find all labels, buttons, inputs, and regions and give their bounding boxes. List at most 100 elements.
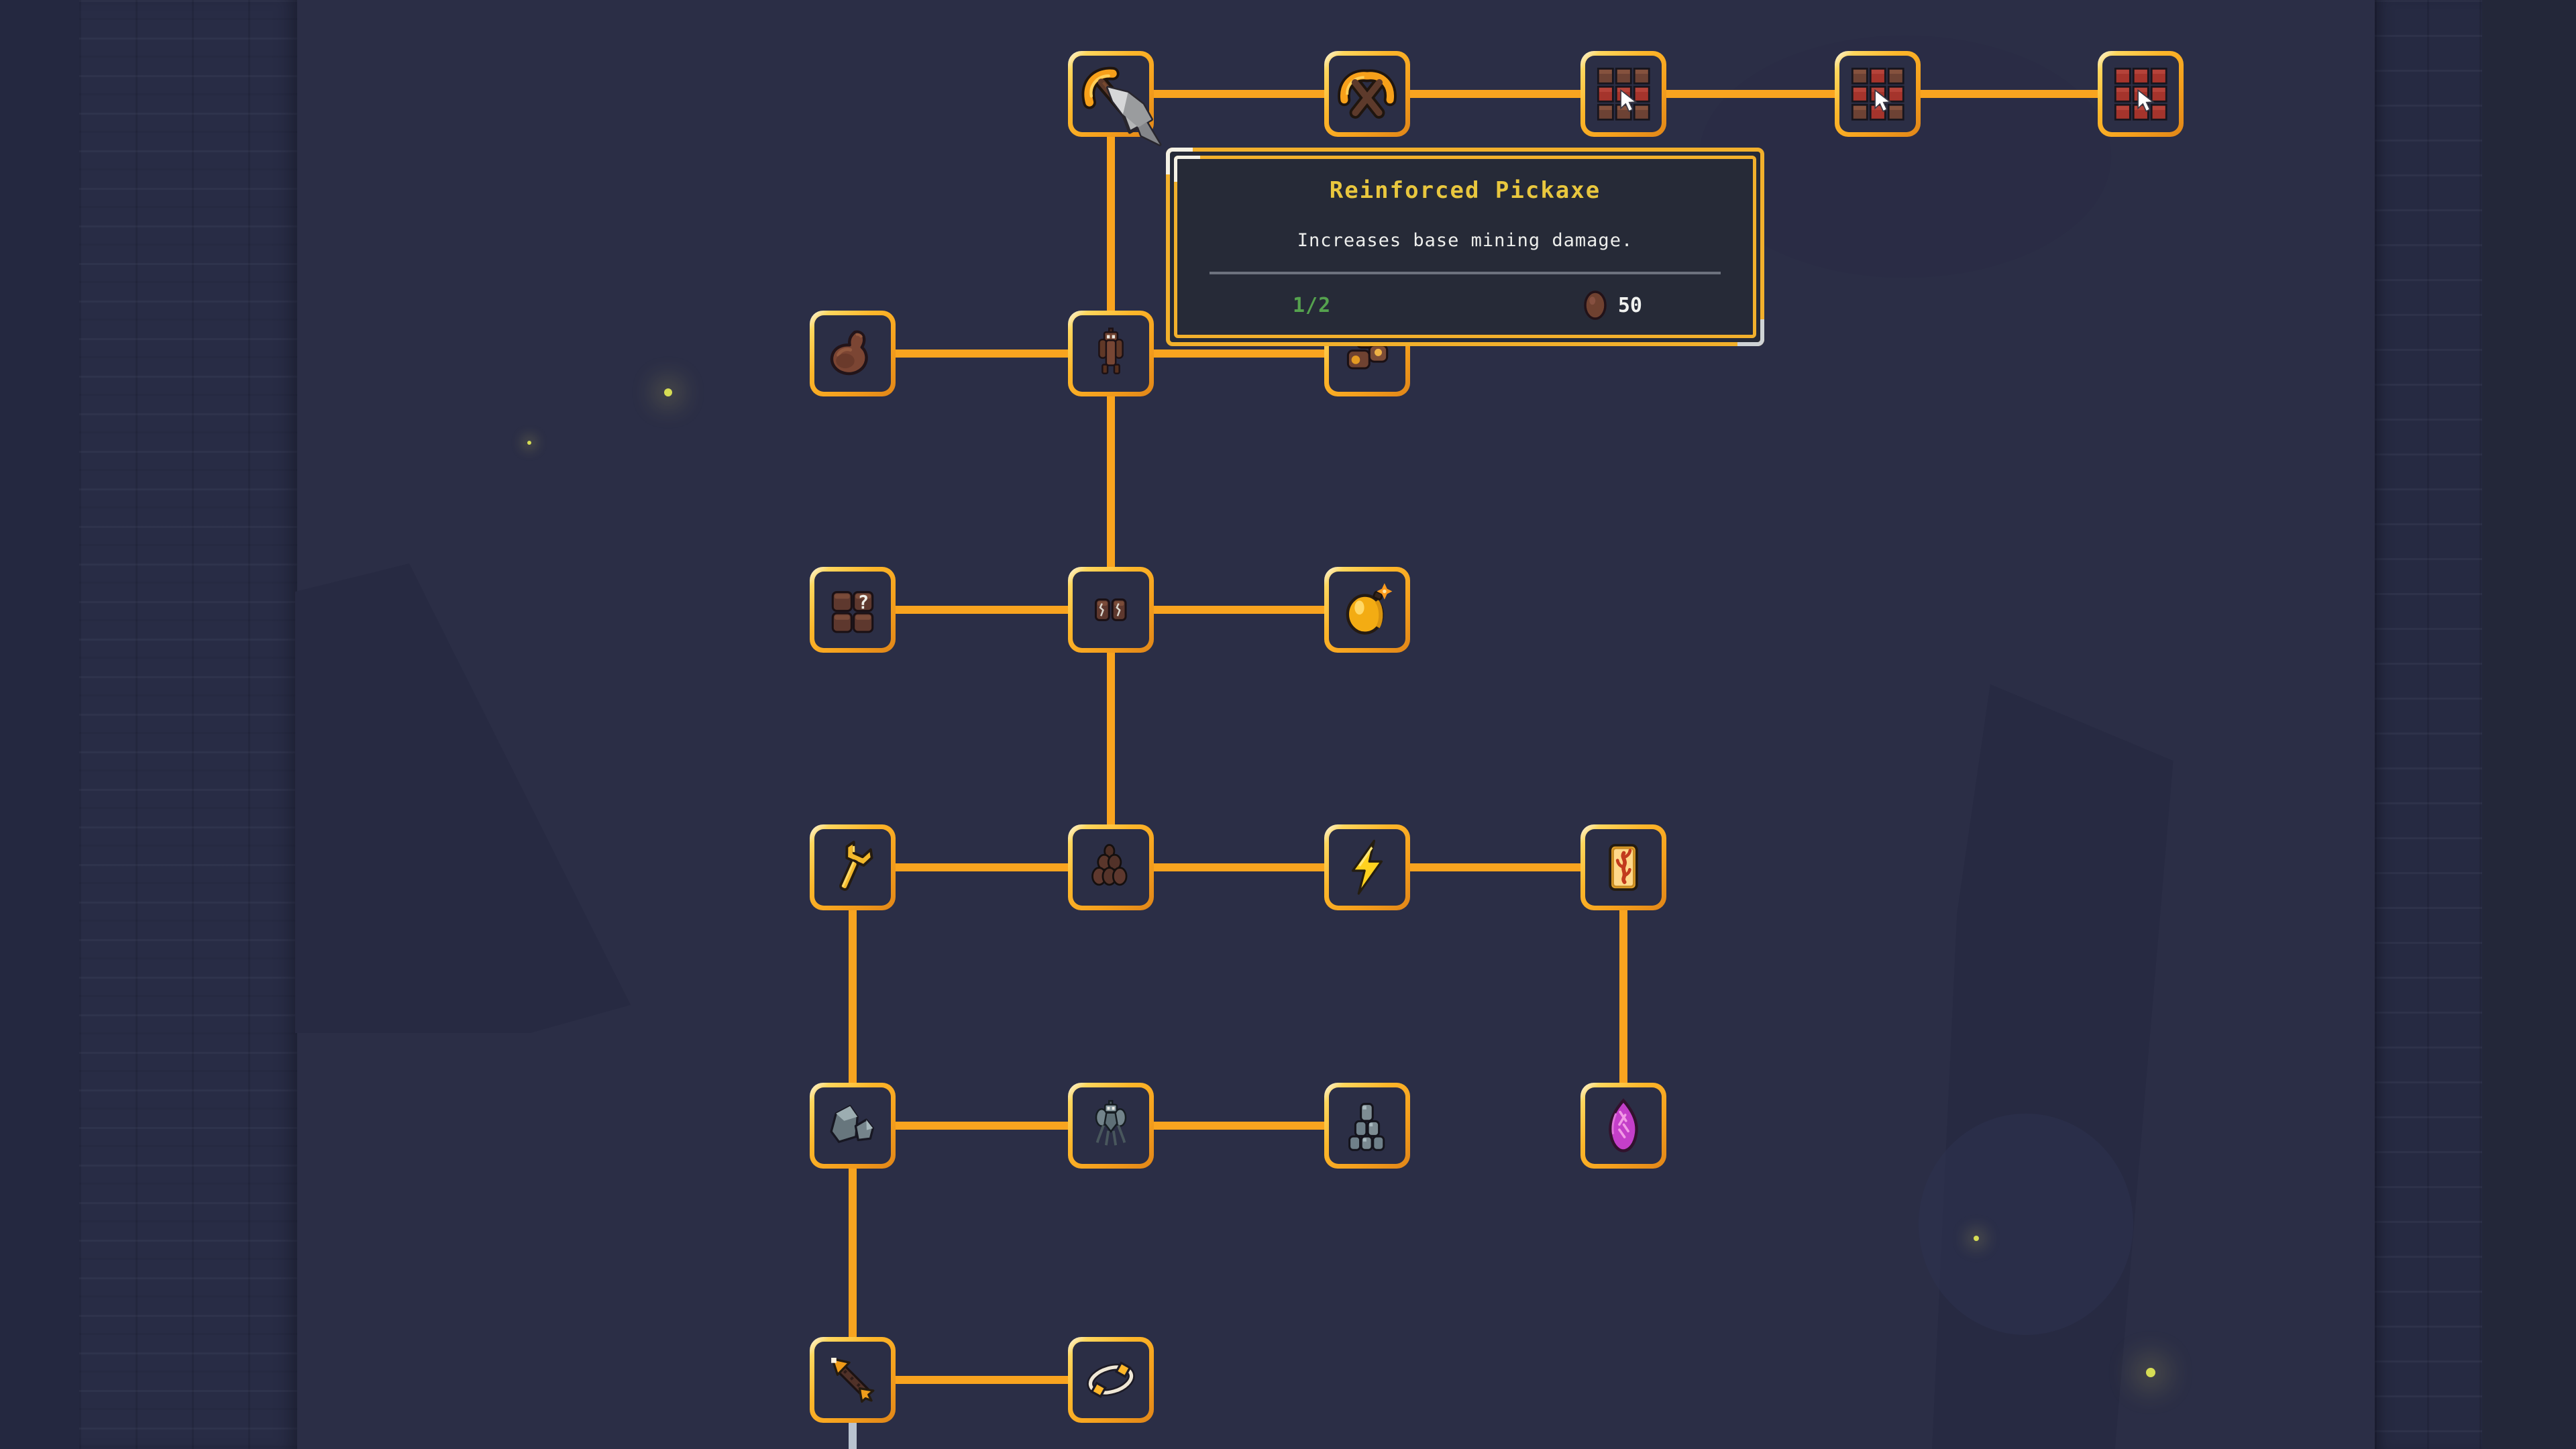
ore-cracked-icon	[1081, 580, 1140, 639]
upgrade-cost: 50	[1582, 289, 1642, 321]
crossed-pickaxes-icon	[1338, 64, 1397, 123]
tooltip-divider	[1210, 272, 1721, 274]
node-panel	[1073, 572, 1149, 648]
grid-plus-icon	[1848, 64, 1907, 123]
node-stones[interactable]	[1324, 1083, 1410, 1169]
node-panel	[1585, 56, 1662, 132]
cave-wall-right-edge	[2482, 0, 2576, 1449]
connection-line	[1111, 863, 1367, 871]
cave-wall-left-edge	[0, 0, 79, 1449]
node-crossed-pickaxes[interactable]	[1324, 51, 1410, 137]
node-lightning[interactable]	[1324, 824, 1410, 910]
node-panel	[1329, 829, 1405, 906]
connection-line	[1111, 1122, 1367, 1130]
connection-line	[1107, 610, 1115, 867]
muscle-icon	[823, 324, 882, 383]
node-panel	[1073, 1342, 1149, 1418]
node-panel	[2102, 56, 2179, 132]
glow-particle	[1974, 1236, 1979, 1241]
cave-wall-left-bricks	[79, 0, 297, 1449]
connection-line	[1107, 94, 1115, 354]
cave-wall-right-bricks	[2375, 0, 2482, 1449]
node-panel	[814, 572, 891, 648]
node-grid-full[interactable]	[2098, 51, 2184, 137]
node-grid-plus[interactable]	[1835, 51, 1921, 137]
connection-line	[849, 1126, 857, 1380]
node-ore-question[interactable]	[810, 567, 896, 653]
node-panel	[1585, 829, 1662, 906]
node-panel	[1329, 56, 1405, 132]
connection-line	[853, 350, 1111, 358]
cave-silhouette	[1919, 1114, 2133, 1335]
node-drone-brown[interactable]	[1068, 311, 1154, 396]
cannonballs-icon	[1091, 844, 1128, 886]
mouse-cursor-icon	[1106, 86, 1162, 146]
node-card[interactable]	[1580, 824, 1666, 910]
node-bomb[interactable]	[1324, 567, 1410, 653]
connection-line	[1367, 90, 1623, 98]
glow-particle	[2146, 1368, 2155, 1377]
node-panel	[814, 829, 891, 906]
connection-line	[853, 1122, 1111, 1130]
rocks-icon	[830, 1105, 874, 1143]
connection-line	[853, 606, 1111, 614]
connection-line	[1111, 606, 1367, 614]
node-panel	[814, 315, 891, 392]
connection-line	[1111, 90, 1367, 98]
ore-icon	[1584, 290, 1607, 320]
node-cannonballs[interactable]	[1068, 824, 1154, 910]
node-panel	[1839, 56, 1916, 132]
tooltip-title: Reinforced Pickaxe	[1329, 177, 1601, 204]
connection-line	[1623, 90, 1878, 98]
arrow-icon	[823, 1350, 882, 1409]
skill-tooltip: Reinforced Pickaxe Increases base mining…	[1166, 148, 1764, 346]
glow-particle	[527, 441, 531, 445]
node-grid-row[interactable]	[1580, 51, 1666, 137]
connection-line	[1619, 867, 1627, 1126]
node-panel	[1329, 1087, 1405, 1164]
lightning-icon	[1351, 839, 1383, 895]
connection-line	[1878, 90, 2141, 98]
connection-line	[849, 1422, 857, 1449]
node-panel	[814, 1087, 891, 1164]
node-panel	[1073, 315, 1149, 392]
gem-icon	[1594, 1096, 1653, 1155]
cave-silhouette	[295, 564, 631, 1033]
cost-value: 50	[1617, 293, 1642, 317]
node-panel	[1329, 572, 1405, 648]
node-arrow[interactable]	[810, 1337, 896, 1423]
orbit-icon	[1081, 1350, 1140, 1409]
connection-line	[853, 1376, 1111, 1384]
tooltip-description: Increases base mining damage.	[1297, 230, 1633, 251]
grid-full-icon	[2111, 64, 2170, 123]
node-orbit[interactable]	[1068, 1337, 1154, 1423]
connection-line	[853, 863, 1111, 871]
node-panel	[1585, 1087, 1662, 1164]
ore-question-icon	[823, 580, 882, 639]
card-icon	[1594, 838, 1653, 897]
node-panel	[814, 1342, 891, 1418]
wrench-icon	[823, 838, 882, 897]
node-drone-gray[interactable]	[1068, 1083, 1154, 1169]
connection-line	[849, 867, 857, 1126]
upgrade-progress: 1/2	[1293, 293, 1332, 317]
tooltip-panel: Reinforced Pickaxe Increases base mining…	[1174, 156, 1756, 338]
node-panel	[1073, 1087, 1149, 1164]
connection-line	[1107, 354, 1115, 610]
node-muscle[interactable]	[810, 311, 896, 396]
grid-row-icon	[1594, 64, 1653, 123]
node-wrench[interactable]	[810, 824, 896, 910]
tooltip-corner-highlight	[1174, 156, 1200, 182]
stones-icon	[1348, 1103, 1385, 1151]
cave-silhouette	[1932, 684, 2174, 1449]
node-ore-cracked[interactable]	[1068, 567, 1154, 653]
node-gem[interactable]	[1580, 1083, 1666, 1169]
drone-gray-icon	[1095, 1099, 1127, 1147]
drone-brown-icon	[1098, 327, 1124, 374]
bomb-icon	[1338, 580, 1397, 639]
node-rocks[interactable]	[810, 1083, 896, 1169]
connection-line	[1367, 863, 1623, 871]
glow-particle	[664, 388, 672, 396]
node-panel	[1073, 829, 1149, 906]
